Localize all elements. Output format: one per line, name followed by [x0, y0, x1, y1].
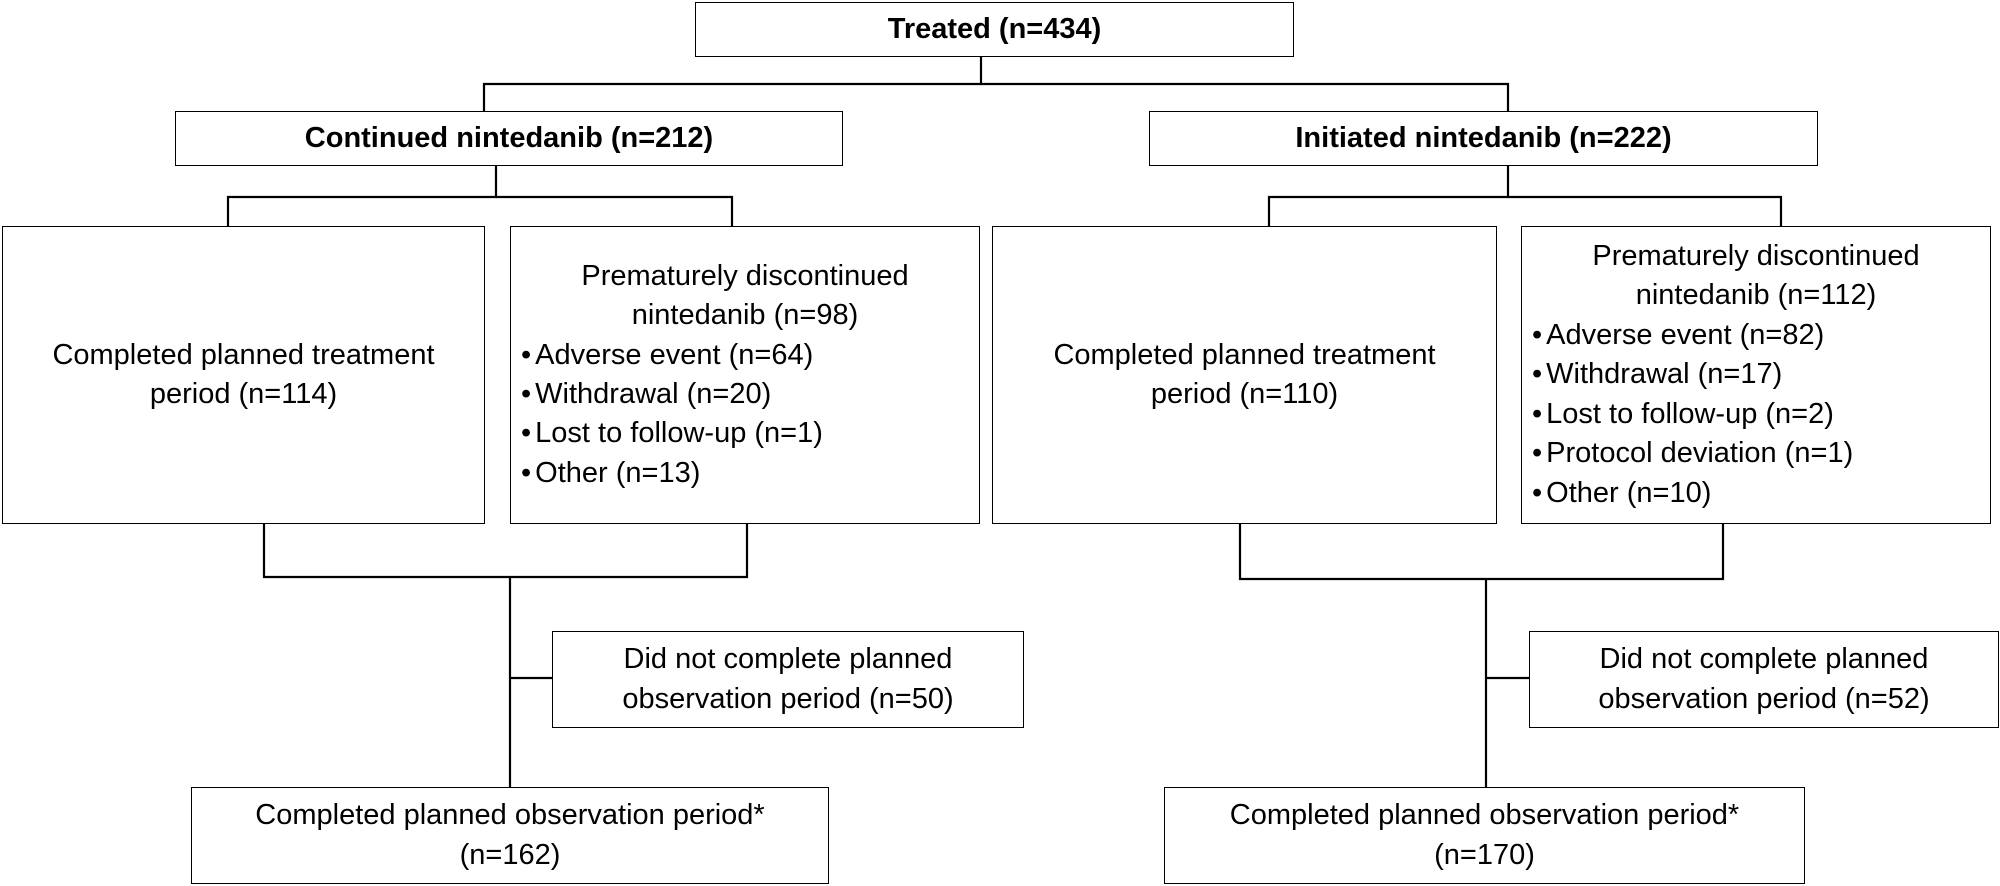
- arm-box-initiated: Initiated nintedanib (n=222): [1149, 111, 1818, 166]
- root-label: Treated (n=434): [887, 13, 1102, 45]
- box-text-line: nintedanib (n=112): [1635, 279, 1877, 312]
- box-text-line: period (n=114): [149, 378, 338, 410]
- box-text-line: Prematurely discontinued: [581, 259, 909, 292]
- reason-item: Lost to follow-up (n=2): [1532, 395, 1990, 434]
- box-text-line: observation period (n=50): [622, 682, 954, 715]
- discontinued-box: Prematurely discontinued nintedanib (n=9…: [510, 226, 980, 524]
- arm-label: Initiated nintedanib (n=222): [1295, 122, 1672, 154]
- reason-item: Withdrawal (n=20): [521, 375, 979, 414]
- reason-item: Withdrawal (n=17): [1532, 355, 1990, 394]
- box-text-line: Did not complete planned: [1599, 643, 1929, 676]
- connector-left-arm: [226, 166, 498, 226]
- connector-right-merge: [1238, 524, 1725, 581]
- box-text-line: Completed planned treatment: [52, 338, 435, 371]
- not-completed-observation-box: Did not complete planned observation per…: [1529, 631, 1999, 728]
- box-text-line: (n=162): [459, 838, 561, 871]
- discontinued-box: Prematurely discontinued nintedanib (n=1…: [1521, 226, 1991, 524]
- box-text-line: observation period (n=52): [1598, 682, 1930, 715]
- box-text-line: Completed planned observation period*: [1229, 799, 1740, 832]
- connector-root-right: [981, 82, 1510, 111]
- connector-right-arm-disc: [1508, 195, 1783, 226]
- connector-left-merge: [262, 524, 749, 579]
- connector-left-arm-disc: [496, 195, 734, 226]
- completed-treatment-box: Completed planned treatment period (n=11…: [2, 226, 485, 524]
- reason-item: Protocol deviation (n=1): [1532, 434, 1990, 473]
- box-text-line: Prematurely discontinued: [1592, 239, 1920, 272]
- arm-label: Continued nintedanib (n=212): [304, 122, 714, 154]
- reason-list: Adverse event (n=64) Withdrawal (n=20) L…: [511, 336, 979, 494]
- reason-item: Adverse event (n=64): [521, 336, 979, 375]
- completed-observation-box: Completed planned observation period* (n…: [1164, 787, 1805, 884]
- box-text-line: Completed planned observation period*: [255, 799, 765, 832]
- box-text-line: (n=170): [1434, 838, 1535, 871]
- connector-right-arm: [1267, 166, 1510, 226]
- reason-item: Other (n=10): [1532, 474, 1990, 513]
- box-text-line: period (n=110): [1150, 378, 1339, 410]
- reason-item: Lost to follow-up (n=1): [521, 414, 979, 453]
- completed-treatment-box: Completed planned treatment period (n=11…: [992, 226, 1497, 524]
- arm-box-continued: Continued nintedanib (n=212): [175, 111, 843, 166]
- completed-observation-box: Completed planned observation period* (n…: [191, 787, 829, 884]
- box-text-line: nintedanib (n=98): [631, 299, 859, 332]
- not-completed-observation-box: Did not complete planned observation per…: [552, 631, 1024, 728]
- root-box: Treated (n=434): [695, 2, 1294, 57]
- box-text-line: Did not complete planned: [623, 643, 953, 676]
- reason-item: Other (n=13): [521, 454, 979, 493]
- reason-item: Adverse event (n=82): [1532, 316, 1990, 355]
- box-text-line: Completed planned treatment: [1053, 338, 1436, 371]
- connector-root-arms: [482, 56, 983, 111]
- reason-list: Adverse event (n=82) Withdrawal (n=17) L…: [1522, 316, 1990, 513]
